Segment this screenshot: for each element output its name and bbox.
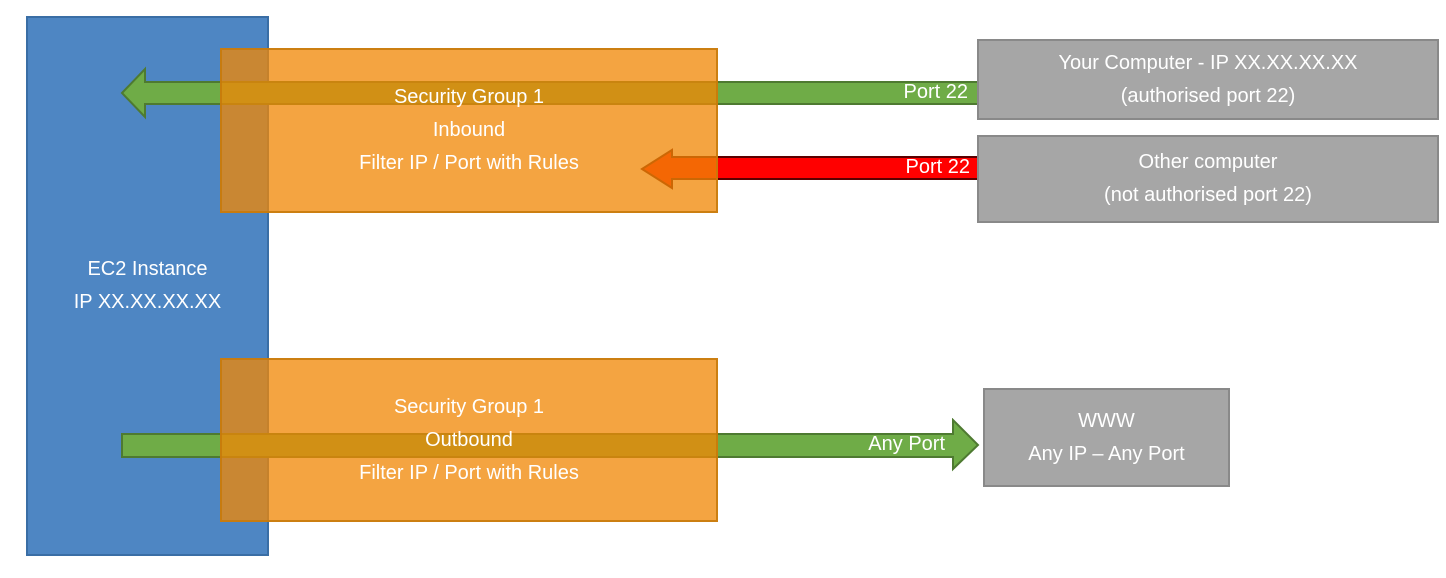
your-computer-auth: (authorised port 22) (1120, 84, 1296, 107)
www-box: WWW Any IP – Any Port (983, 388, 1230, 487)
other-computer-label: Other computer (1138, 151, 1278, 173)
ec2-instance-label: EC2 Instance (87, 258, 208, 280)
sg-inbound-rule: Filter IP / Port with Rules (359, 152, 579, 174)
security-group-outbound-box: Security Group 1 Outbound Filter IP / Po… (220, 358, 718, 522)
sg-outbound-title: Security Group 1 (393, 395, 545, 418)
inbound-allowed-port-label: Port 22 (903, 81, 968, 103)
other-computer-auth: (not authorised port 22) (1104, 184, 1312, 206)
www-label: WWW (1078, 409, 1135, 432)
www-detail: Any IP – Any Port (1028, 442, 1185, 465)
security-group-inbound-box: Security Group 1 Inbound Filter IP / Por… (220, 48, 718, 213)
your-computer-box: Your Computer - IP XX.XX.XX.XX (authoris… (977, 39, 1439, 120)
outbound-port-label: Any Port (868, 433, 945, 455)
ec2-instance-ip: IP XX.XX.XX.XX (73, 291, 222, 313)
other-computer-box: Other computer (not authorised port 22) (977, 135, 1439, 223)
your-computer-label: Your Computer - IP XX.XX.XX.XX (1058, 51, 1358, 74)
sg-outbound-rule: Filter IP / Port with Rules (359, 461, 579, 484)
sg-outbound-direction: Outbound (425, 428, 513, 451)
inbound-blocked-port-label: Port 22 (905, 156, 970, 178)
sg-inbound-direction: Inbound (432, 119, 506, 141)
sg-inbound-title: Security Group 1 (393, 86, 545, 108)
